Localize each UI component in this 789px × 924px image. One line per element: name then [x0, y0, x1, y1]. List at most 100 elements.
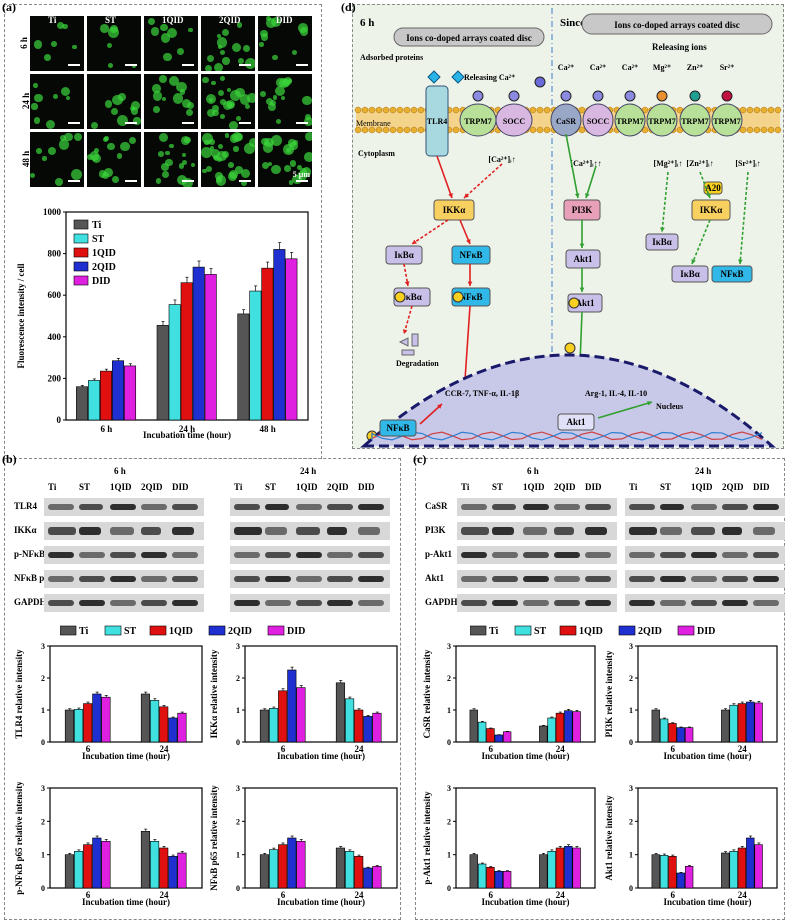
y-axis-label: TLR4 relative intensity: [14, 649, 24, 739]
blot-band: [492, 576, 518, 582]
x-axis-label: Incubation time (hour): [663, 897, 751, 907]
blot-band: [296, 600, 322, 606]
cell-spot: [216, 37, 228, 49]
cell-spot: [236, 22, 243, 29]
y-tick-label: 0: [57, 415, 62, 425]
blot-band: [523, 504, 549, 510]
bar: [354, 856, 364, 889]
scale-bar: [182, 180, 194, 182]
cell-spot: [181, 153, 186, 158]
ion-label: Zn²⁺: [687, 63, 703, 72]
cell-spot: [297, 164, 303, 170]
x-tick-label: 24: [355, 744, 365, 754]
cell-spot: [266, 17, 276, 28]
node-pnfkb-label: NFκB: [460, 292, 483, 302]
bar: [287, 669, 297, 743]
blot-band: [358, 552, 384, 558]
pathway-arrow: [419, 403, 443, 425]
lipid-head: [410, 106, 418, 114]
blot-band: [585, 527, 607, 535]
bar: [572, 847, 581, 889]
cell-spot: [219, 75, 226, 82]
micrograph: [201, 132, 255, 187]
blot-band: [629, 504, 655, 510]
bar: [92, 693, 102, 743]
lipid-head: [410, 126, 418, 134]
degradation-fragment: [411, 333, 419, 347]
cell-spot: [304, 116, 312, 126]
y-axis-label: p-NFκB p65 relative intensity: [14, 782, 24, 895]
lipid-head: [375, 126, 383, 134]
blot-band: [172, 504, 198, 510]
blot-band: [141, 504, 167, 510]
lipid-head: [452, 106, 460, 114]
blot-band: [265, 504, 289, 510]
blot-band: [172, 527, 194, 535]
blot-protein-label: TLR4: [14, 501, 38, 511]
legend-label: Ti: [79, 626, 88, 637]
bar: [363, 867, 373, 889]
y-axis-label: Akt1 relative intensity: [604, 795, 614, 881]
blot-band: [753, 600, 779, 606]
arrow-head: [404, 281, 410, 286]
lipid-head: [760, 126, 768, 134]
lipid-head: [543, 126, 551, 134]
lipid-head: [382, 126, 390, 134]
cell-spot: [281, 78, 291, 88]
blot-group-label: DID: [172, 482, 189, 492]
bar: [285, 258, 298, 421]
x-axis-label: Incubation time (hour): [481, 751, 569, 761]
blot-band: [554, 600, 580, 606]
node-a20: [703, 181, 723, 195]
panel-b-label: (b): [2, 452, 17, 466]
blot-band: [327, 527, 347, 535]
micrograph-col-label: 2QID: [219, 15, 241, 25]
bar: [729, 704, 738, 743]
channel: [679, 103, 711, 137]
channel: [582, 103, 614, 137]
bar: [335, 847, 346, 889]
bar: [547, 851, 556, 889]
cell-spot: [72, 44, 77, 50]
channel-ion: [689, 90, 701, 102]
scale-bar: [68, 180, 80, 182]
bar: [101, 841, 111, 889]
bar: [259, 709, 270, 743]
blot-band: [722, 504, 748, 510]
cell-spot: [148, 18, 156, 26]
lipid-head: [396, 126, 404, 134]
micrograph-col-label: DID: [276, 15, 293, 25]
legend-swatch: [677, 625, 695, 636]
phospho-marker: [394, 291, 406, 303]
scale-bar-label: 5 μm: [292, 170, 310, 179]
lipid-head: [746, 106, 754, 114]
y-tick-label: 3: [236, 642, 240, 651]
cell-spot: [177, 174, 188, 185]
scale-bar: [125, 122, 137, 124]
lipid-head: [767, 126, 775, 134]
blot-band: [265, 600, 291, 606]
blot-group-label: 1QID: [523, 482, 545, 492]
node-pakt1-label: Akt1: [575, 298, 595, 308]
lipid-head: [536, 106, 544, 114]
blot-band: [461, 552, 487, 558]
blot-band: [172, 600, 198, 606]
x-tick-label: 24 h: [179, 424, 195, 434]
legend-swatch: [73, 219, 89, 230]
blot-band: [48, 552, 74, 558]
cell-spot: [296, 171, 307, 182]
blot-band: [585, 600, 611, 606]
blot-band: [234, 504, 260, 510]
cell-spot: [160, 162, 169, 172]
cell-spot: [182, 160, 188, 166]
cytoplasm-label: Cytoplasm: [358, 149, 395, 158]
x-tick-label: 6: [671, 744, 676, 754]
cell-spot: [159, 75, 167, 83]
micrograph: [30, 74, 84, 129]
node-nfkb-left: [451, 245, 491, 265]
arrow-head: [660, 227, 665, 232]
